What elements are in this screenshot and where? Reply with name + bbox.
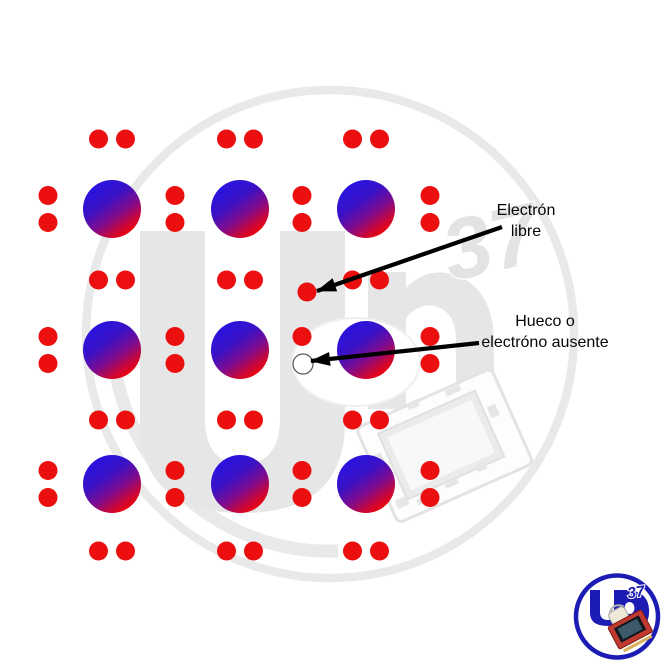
logo-pcb-image [607,604,653,653]
electron-dot [38,327,58,346]
electron-dot [89,410,108,430]
electron-dot [89,129,108,149]
pcb-cable-loop [608,604,624,615]
atom [83,321,141,379]
atom [337,180,395,238]
electron-dot [343,129,362,149]
pcb-screen-glass [617,618,643,640]
atom [211,321,269,379]
atom-layer [83,180,395,513]
free-electron-dot [297,282,317,302]
electron-dot [165,461,185,480]
electron-dot [343,410,362,430]
annotation-arrows [310,225,503,366]
electron-dot [38,186,58,205]
atom [337,321,395,379]
electron-dot [292,186,312,205]
electron-dot [370,129,389,149]
electron-dot [89,541,108,561]
atom [83,455,141,513]
label-free-electron-line1: Electrón [496,202,556,219]
electron-dot [370,410,389,430]
atom [83,180,141,238]
electron-dot [420,186,440,205]
label-hole-line2: electróno ausente [481,334,609,351]
electron-dot [217,410,236,430]
electron-dot [292,327,312,346]
arrow-free-electron [316,225,503,293]
electron-dot [38,354,58,373]
pcb-screen [387,399,495,491]
watermark-letter-u [140,231,345,513]
electron-dot [292,461,312,480]
electron-dot [89,270,108,290]
pcb-component [443,477,460,489]
electron-dot [165,186,185,205]
electron-dot [343,541,362,561]
electron-dot [420,213,440,232]
electron-dot [38,461,58,480]
ud-logo-badge: 37 [573,573,661,660]
logo-letter-d-counter [624,602,635,614]
electron-dot [292,488,312,507]
electron-dot [420,488,440,507]
electron-dot [217,270,236,290]
electron-dot [420,461,440,480]
electron-dot [165,488,185,507]
hole-circle [292,353,314,375]
electron-dot [420,354,440,373]
electron-dot [38,213,58,232]
electron-dot [38,488,58,507]
atom [211,180,269,238]
pcb-component [486,403,500,419]
pcb-component [475,460,488,473]
electron-dot [292,213,312,232]
logo-number: 37 [626,583,647,602]
label-free-electron-line2: libre [510,223,542,240]
electron-dot [116,410,135,430]
label-hole: Hueco o electróno ausente [450,311,640,353]
electron-dot [165,354,185,373]
electron-dot [420,327,440,346]
pcb-component [394,495,410,510]
electron-dot [244,129,263,149]
watermark-pcb-sketch [356,368,533,523]
electron-dot [244,270,263,290]
electron-dot [370,270,389,290]
electron-dot [217,541,236,561]
arrow-hole [310,340,480,366]
electron-layer [38,129,440,561]
electron-dot [244,541,263,561]
electron-dot [116,541,135,561]
pcb-component [406,398,421,411]
electron-dot [165,213,185,232]
electron-dot [116,129,135,149]
label-hole-line1: Hueco o [515,313,575,330]
atom [211,455,269,513]
electron-dot [244,410,263,430]
pcb-component [444,384,462,397]
electron-dot [370,541,389,561]
electron-dot [217,129,236,149]
electron-dot [116,270,135,290]
pcb-pins [622,634,653,653]
atom [337,455,395,513]
label-free-electron: Electrón libre [460,200,592,242]
electron-dot [165,327,185,346]
watermark-ring [81,85,579,583]
